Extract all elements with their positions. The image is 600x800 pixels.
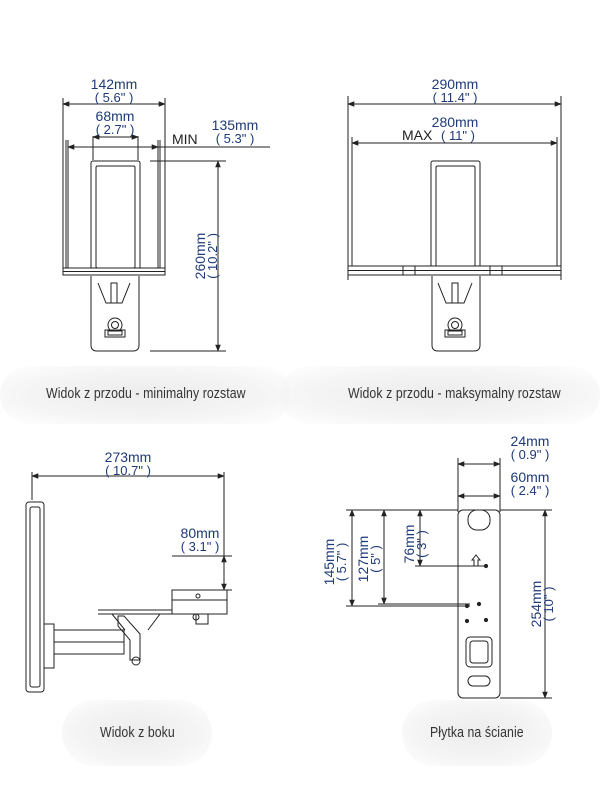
- front-min-inner-mm: 68mm: [96, 108, 135, 124]
- plate-h145-in: ( 5.7" ): [334, 543, 349, 582]
- front-min-width-in: ( 5.6" ): [95, 90, 134, 105]
- side-depth-in: ( 10.7" ): [105, 463, 151, 478]
- front-max-max-in: ( 11" ): [441, 128, 475, 143]
- side-depth-mm: 273mm: [105, 449, 152, 465]
- front-min-height-in: ( 10.2" ): [205, 233, 220, 279]
- front-min-min-in: ( 5.3" ): [216, 131, 255, 146]
- caption-background-front-max: [280, 366, 600, 424]
- side-drawing: [25, 472, 232, 693]
- plate-w1-mm: 24mm: [511, 433, 550, 449]
- front-min-label: MIN: [172, 131, 198, 147]
- side-height-mm: 80mm: [181, 525, 220, 541]
- plate-h145-mm: 145mm: [321, 539, 337, 586]
- front-max-max-mm: 280mm: [432, 114, 479, 130]
- caption-side: Widok z boku: [100, 724, 175, 741]
- front-min-drawing: [62, 98, 270, 352]
- plate-h254-in: ( 10" ): [541, 587, 556, 622]
- front-max-label: MAX: [402, 127, 433, 143]
- plate-h76-in: ( 3" ): [414, 530, 429, 558]
- plate-w2-mm: 60mm: [511, 469, 550, 485]
- front-max-width-in: ( 11.4" ): [433, 90, 478, 105]
- plate-h127-mm: 127mm: [355, 536, 371, 583]
- caption-background-plate: [402, 700, 552, 766]
- caption-front-max: Widok z przodu - maksymalny rozstaw: [348, 385, 561, 402]
- plate-h254-mm: 254mm: [528, 581, 544, 628]
- plate-w1-in: ( 0.9" ): [511, 447, 550, 462]
- caption-front-min: Widok z przodu - minimalny rozstaw: [46, 385, 246, 402]
- caption-wall-plate: Płytka na ścianie: [430, 724, 524, 741]
- wall-plate-drawing: [346, 458, 552, 699]
- side-height-in: ( 3.1" ): [181, 539, 220, 554]
- plate-h127-in: ( 5" ): [368, 545, 383, 573]
- front-min-min-mm: 135mm: [212, 117, 259, 133]
- plate-w2-in: ( 2.4" ): [511, 483, 550, 498]
- caption-background-side: [62, 700, 212, 766]
- front-min-width-mm: 142mm: [91, 76, 138, 92]
- caption-background-front-min: [0, 366, 290, 424]
- front-max-drawing: [347, 96, 562, 352]
- front-min-inner-in: ( 2.7" ): [96, 122, 135, 137]
- plate-h76-mm: 76mm: [401, 525, 417, 564]
- front-min-height-mm: 260mm: [192, 233, 208, 280]
- front-max-width-mm: 290mm: [432, 76, 479, 92]
